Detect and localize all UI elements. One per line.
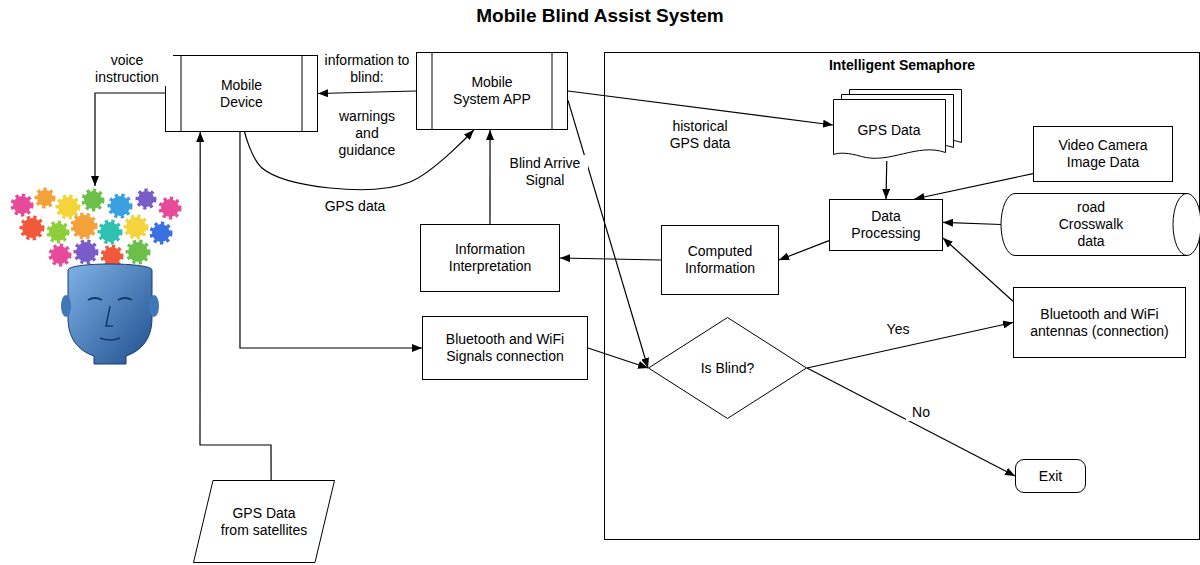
node-label: Information Interpretation xyxy=(428,241,552,275)
edge-label: Blind Arrive Signal xyxy=(502,155,588,189)
gear xyxy=(51,246,69,264)
node-label: GPS Data xyxy=(844,122,934,139)
connector xyxy=(943,222,1001,224)
process-box: Bluetooth and WiFi Signals connection xyxy=(422,316,588,380)
annotation-label: warnings and guidance xyxy=(330,108,404,159)
connector xyxy=(807,368,1015,476)
predefined-process: Mobile Device xyxy=(165,55,318,132)
head-shape xyxy=(68,264,152,364)
gear xyxy=(73,215,95,237)
node-label: Mobile Device xyxy=(202,77,282,111)
annotation-label: voice instruction xyxy=(81,52,173,86)
process-box: Bluetooth and WiFi antennas (connection) xyxy=(1013,287,1186,358)
edge-label: historical GPS data xyxy=(654,118,746,152)
connector xyxy=(200,132,271,480)
connector xyxy=(318,91,416,94)
gear xyxy=(100,222,120,242)
gear xyxy=(49,223,67,241)
node-label: Bluetooth and WiFi Signals connection xyxy=(430,331,580,365)
node-label: Is Blind? xyxy=(688,360,768,377)
gear xyxy=(126,217,146,237)
input-data: GPS Data from satellites xyxy=(193,480,335,563)
eyes xyxy=(88,298,132,300)
connector xyxy=(560,258,661,260)
diagram-title: Mobile Blind Assist System xyxy=(0,5,1200,27)
connector xyxy=(489,130,490,224)
node-label: Computed Information xyxy=(668,243,772,277)
gear xyxy=(128,242,148,262)
connector xyxy=(943,238,1013,301)
node-label: Bluetooth and WiFi antennas (connection) xyxy=(1025,306,1175,340)
connector xyxy=(779,241,829,260)
gear xyxy=(13,196,31,214)
edge-label: information to blind: xyxy=(319,52,415,86)
gear xyxy=(110,196,130,216)
connector xyxy=(588,348,648,368)
multi-document: GPS Data xyxy=(833,89,961,161)
node-label: Mobile System APP xyxy=(447,74,537,108)
connector xyxy=(885,161,887,199)
gear xyxy=(84,191,102,209)
node-label: GPS Data from satellites xyxy=(219,505,309,539)
connector xyxy=(240,132,422,348)
process-box: Computed Information xyxy=(661,225,779,295)
node-label: Video Camera Image Data xyxy=(1041,137,1165,171)
node-label: Exit xyxy=(1021,468,1081,485)
ear xyxy=(61,295,71,317)
nose xyxy=(106,306,113,326)
gear xyxy=(161,199,179,217)
process-box: Data Processing xyxy=(829,199,943,251)
head xyxy=(61,264,159,364)
input-box: Video Camera Image Data xyxy=(1033,126,1173,182)
mouth xyxy=(100,338,120,340)
edge-label: Yes xyxy=(880,321,916,338)
gear xyxy=(103,247,121,265)
gear xyxy=(76,242,96,262)
edge-label: No xyxy=(906,404,936,421)
voice-arrow xyxy=(95,93,165,186)
group-heading: Intelligent Semaphore xyxy=(752,57,1052,74)
process-box: Information Interpretation xyxy=(420,224,560,292)
node-label: Data Processing xyxy=(846,208,926,242)
node-label: road Crosswalk data xyxy=(1051,199,1131,250)
gear xyxy=(58,197,78,217)
data-store: road Crosswalk data xyxy=(1001,193,1200,256)
gears xyxy=(13,190,179,265)
gear xyxy=(22,218,42,238)
terminator: Exit xyxy=(1015,459,1086,493)
gear xyxy=(138,191,154,207)
gear xyxy=(152,224,170,242)
predefined-process: Mobile System APP xyxy=(416,52,568,130)
gear xyxy=(37,190,53,206)
decision-diamond: Is Blind? xyxy=(648,317,807,419)
ear xyxy=(149,295,159,317)
edge-label: GPS data xyxy=(315,198,395,215)
